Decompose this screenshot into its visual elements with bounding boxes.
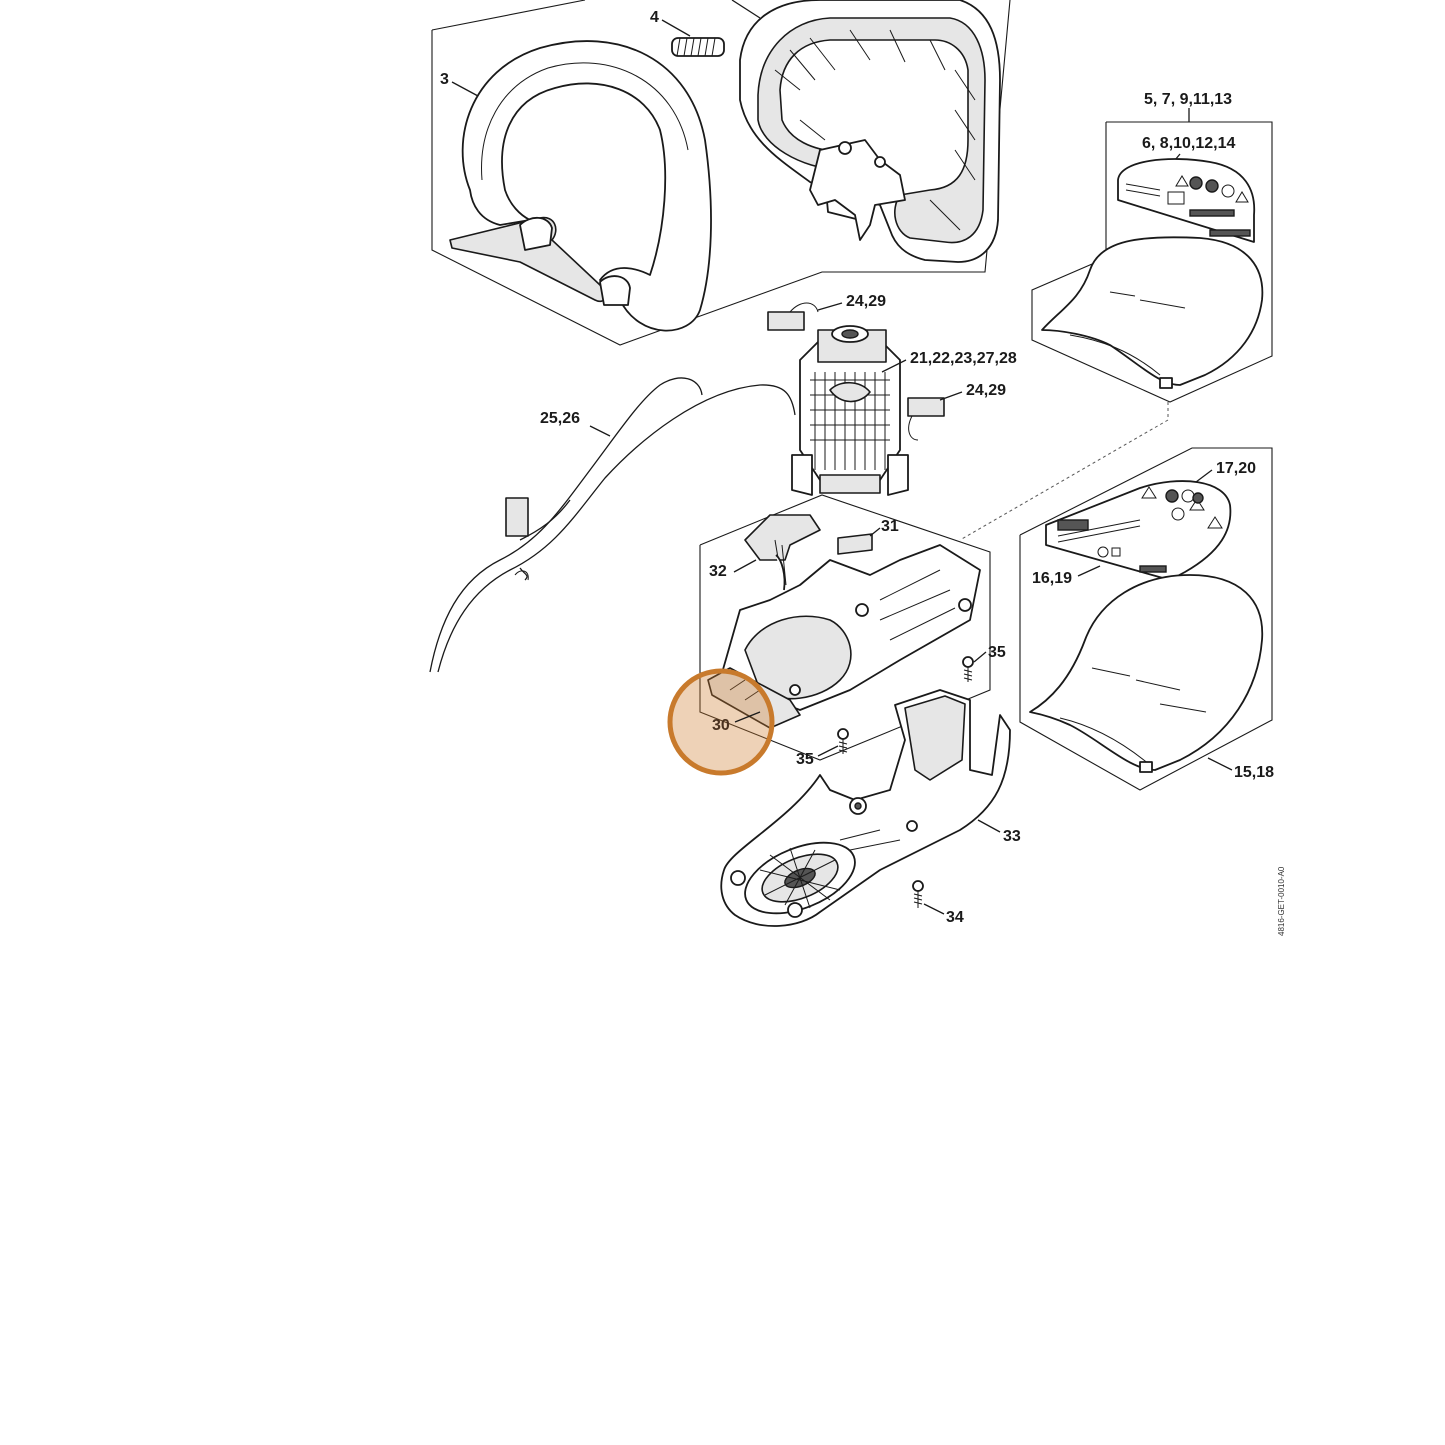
part-31-pad[interactable]: [837, 533, 873, 555]
highlight-30: [667, 668, 775, 776]
callout-6[interactable]: 6, 8,10,12,14: [1142, 135, 1236, 152]
callout-5[interactable]: 5, 7, 9,11,13: [1144, 91, 1232, 108]
leader-25: [589, 425, 611, 437]
callout-17[interactable]: 17,20: [1216, 460, 1256, 477]
leader-21: [881, 359, 907, 373]
leader-24a: [817, 302, 843, 311]
callout-25[interactable]: 25,26: [540, 410, 580, 427]
part-25-wiring-harness[interactable]: [429, 377, 796, 673]
part-35-screw-upper[interactable]: [962, 656, 974, 682]
label-box-lower: [1019, 447, 1273, 791]
leader-4: [661, 19, 691, 37]
callout-35a[interactable]: 35: [988, 644, 1006, 661]
part-32-switch[interactable]: [744, 514, 821, 591]
callout-4[interactable]: 4: [650, 9, 659, 26]
leader-35a: [973, 651, 987, 663]
leader-35b: [817, 745, 839, 757]
part-4-spring[interactable]: [671, 37, 725, 57]
leader-3: [451, 81, 479, 97]
callout-35b[interactable]: 35: [796, 751, 814, 768]
callout-31[interactable]: 31: [881, 518, 899, 535]
housing-group-box: [699, 494, 991, 761]
doc-reference: 4816-GET-0010-A0: [1277, 866, 1286, 936]
callout-21[interactable]: 21,22,23,27,28: [910, 350, 1017, 367]
leader-16: [1077, 565, 1101, 577]
part-33-bottom-cover[interactable]: [720, 689, 1011, 928]
callout-24a[interactable]: 24,29: [846, 293, 886, 310]
part-3-loop-handle[interactable]: [449, 40, 712, 332]
part-24-brush-right[interactable]: [907, 397, 945, 441]
part-15-cover[interactable]: [1029, 574, 1264, 773]
leader-34: [923, 903, 945, 915]
callout-32[interactable]: 32: [709, 563, 727, 580]
part-5-cover[interactable]: [1041, 236, 1264, 389]
callout-16[interactable]: 16,19: [1032, 570, 1072, 587]
part-21-motor[interactable]: [791, 325, 909, 496]
d-handle-frame[interactable]: [739, 0, 1001, 263]
callout-15[interactable]: 15,18: [1234, 764, 1274, 781]
leader-24b: [939, 391, 963, 401]
callout-34[interactable]: 34: [946, 909, 964, 926]
callout-24b[interactable]: 24,29: [966, 382, 1006, 399]
part-30-housing[interactable]: [707, 544, 981, 729]
part-24-brush-left[interactable]: [767, 302, 819, 331]
part-34-screw[interactable]: [912, 880, 924, 908]
leader-15: [1207, 757, 1233, 771]
leader-17: [1195, 469, 1213, 483]
dashed-alignment: [959, 402, 1169, 541]
part-16-label-sticker[interactable]: [1045, 480, 1232, 581]
part-6-label-sticker[interactable]: [1117, 158, 1256, 243]
leader-33: [977, 819, 1001, 833]
leader-30: [734, 711, 761, 723]
part-35-screw-lower[interactable]: [837, 728, 849, 754]
callout-3[interactable]: 3: [440, 71, 449, 88]
leader-31: [869, 527, 881, 537]
leader-32: [733, 559, 757, 573]
callout-30[interactable]: 30: [712, 717, 730, 734]
callout-33[interactable]: 33: [1003, 828, 1021, 845]
leader-top: [731, 0, 761, 19]
